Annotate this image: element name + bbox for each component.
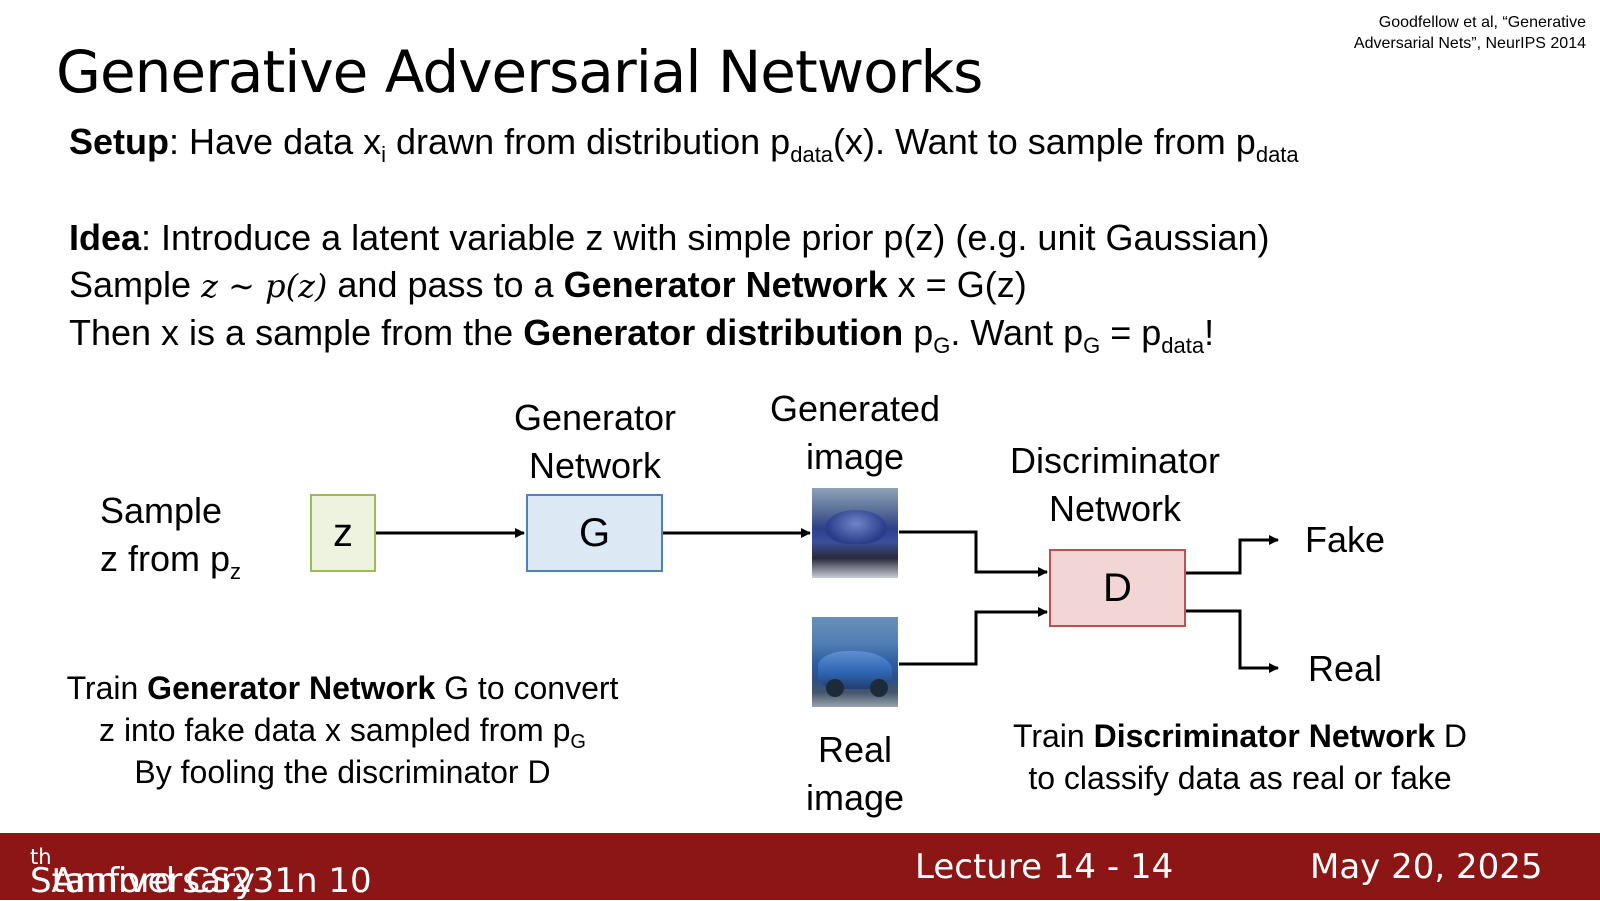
then-sub-1: G <box>933 333 951 358</box>
footer-course-sup: th <box>30 845 52 869</box>
citation: Goodfellow et al, “Generative Adversaria… <box>1266 12 1586 54</box>
footer-page-number: 14 <box>1130 847 1174 887</box>
footer-course-rest: Anniversary <box>51 861 256 901</box>
then-text-1: Then x is a sample from the <box>69 312 524 353</box>
real-output-label: Real <box>1308 648 1383 689</box>
setup-sub-3: data <box>1255 142 1299 167</box>
generator-label-line-1: Generator <box>513 397 677 438</box>
then-text-5: ! <box>1204 312 1215 353</box>
footer-date: May 20, 2025 <box>1310 847 1543 887</box>
footer-lecture: Lecture 14 - <box>915 847 1120 887</box>
then-sub-2: G <box>1083 333 1101 358</box>
generator-caption-sub: G <box>570 731 586 753</box>
then-sub-3: data <box>1161 333 1205 358</box>
arrow-real-to-d <box>899 607 1048 666</box>
discriminator-caption-bold: Discriminator Network <box>1093 718 1436 754</box>
then-text-4: = p <box>1100 312 1162 353</box>
setup-text-2: drawn from distribution p <box>386 121 791 162</box>
setup-sub-2: data <box>790 142 834 167</box>
sample-label-line-1: Sample <box>100 490 223 531</box>
generator-caption-text-2: G to convert <box>435 670 619 706</box>
then-bold: Generator distribution <box>523 312 904 353</box>
discriminator-caption-text-2: D <box>1435 718 1468 754</box>
d-box: D <box>1049 549 1186 627</box>
then-line: Then x is a sample from the Generator di… <box>69 312 1215 357</box>
generator-caption-text-1: Train <box>66 670 148 706</box>
sample-label-text: z from p <box>100 538 231 579</box>
setup-text-1: : Have data x <box>169 121 382 162</box>
generator-caption-bold: Generator Network <box>147 670 436 706</box>
z-box: z <box>310 494 376 572</box>
sample-text-3: x = G(z) <box>887 264 1027 305</box>
real-image <box>812 617 898 707</box>
discriminator-caption: Train Discriminator Network D to classif… <box>980 715 1500 799</box>
slide-title: Generative Adversarial Networks <box>56 38 983 106</box>
sample-label-line-2: z from pz <box>85 535 255 583</box>
generator-network-label: Generator Network <box>490 394 700 490</box>
arrow-d-to-fake <box>1186 535 1279 575</box>
setup-sub-1: i <box>381 142 387 167</box>
real-label-line-1: Real <box>817 729 893 770</box>
real-car-wheel-rear <box>870 679 888 697</box>
generated-label-line-2: image <box>805 436 905 477</box>
real-image-label: Real image <box>745 726 965 822</box>
sample-bold: Generator Network <box>563 264 888 305</box>
setup-text-3: (x). Want to sample from p <box>833 121 1256 162</box>
discriminator-label-line-1: Discriminator <box>1009 440 1221 481</box>
sample-text-1: Sample <box>69 264 202 305</box>
generated-car-shape <box>826 510 886 544</box>
then-text-3: . Want p <box>950 312 1084 353</box>
generator-caption-line-2: z into fake data x sampled from pG <box>25 709 660 753</box>
then-text-2: p <box>903 312 934 353</box>
fake-output-label: Fake <box>1305 519 1386 560</box>
citation-line-1: Goodfellow et al, “Generative <box>1378 14 1586 31</box>
discriminator-label-line-2: Network <box>1048 488 1182 529</box>
generator-caption-line-1: Train Generator Network G to convert <box>25 667 660 709</box>
discriminator-caption-text-1: Train <box>1012 718 1094 754</box>
generator-caption-line-2-text: z into fake data x sampled from p <box>99 712 571 748</box>
generated-image-label: Generated image <box>745 385 965 481</box>
discriminator-network-label: Discriminator Network <box>985 437 1245 533</box>
sample-math: z ∼ p(z) <box>201 267 328 305</box>
setup-line: Setup: Have data xi drawn from distribut… <box>69 121 1299 166</box>
citation-line-2: Adversarial Nets”, NeurIPS 2014 <box>1353 35 1586 52</box>
sample-line: Sample z ∼ p(z) and pass to a Generator … <box>69 264 1027 306</box>
discriminator-caption-line-1: Train Discriminator Network D <box>980 715 1500 757</box>
arrow-d-to-real <box>1186 609 1279 673</box>
real-car-wheel-front <box>826 679 844 697</box>
setup-label: Setup <box>69 121 170 162</box>
discriminator-caption-line-2: to classify data as real or fake <box>1028 760 1452 796</box>
generator-caption-line-3: By fooling the discriminator D <box>134 754 551 790</box>
arrow-generated-to-d <box>899 530 1048 577</box>
generator-caption: Train Generator Network G to convert z i… <box>25 667 660 793</box>
sample-label-sub: z <box>230 559 242 584</box>
footer-course-text: Stanford CS231n 10 <box>30 861 372 901</box>
idea-line: Idea: Introduce a latent variable z with… <box>69 217 1270 259</box>
idea-label: Idea <box>69 217 142 258</box>
real-label-line-2: image <box>805 777 905 818</box>
generator-label-line-2: Network <box>528 445 662 486</box>
g-box: G <box>526 494 663 572</box>
generated-label-line-1: Generated <box>769 388 941 429</box>
generated-image <box>812 488 898 578</box>
sample-z-label: Sample z from pz <box>85 487 255 583</box>
idea-text: : Introduce a latent variable z with sim… <box>141 217 1270 258</box>
sample-text-2: and pass to a <box>327 264 564 305</box>
